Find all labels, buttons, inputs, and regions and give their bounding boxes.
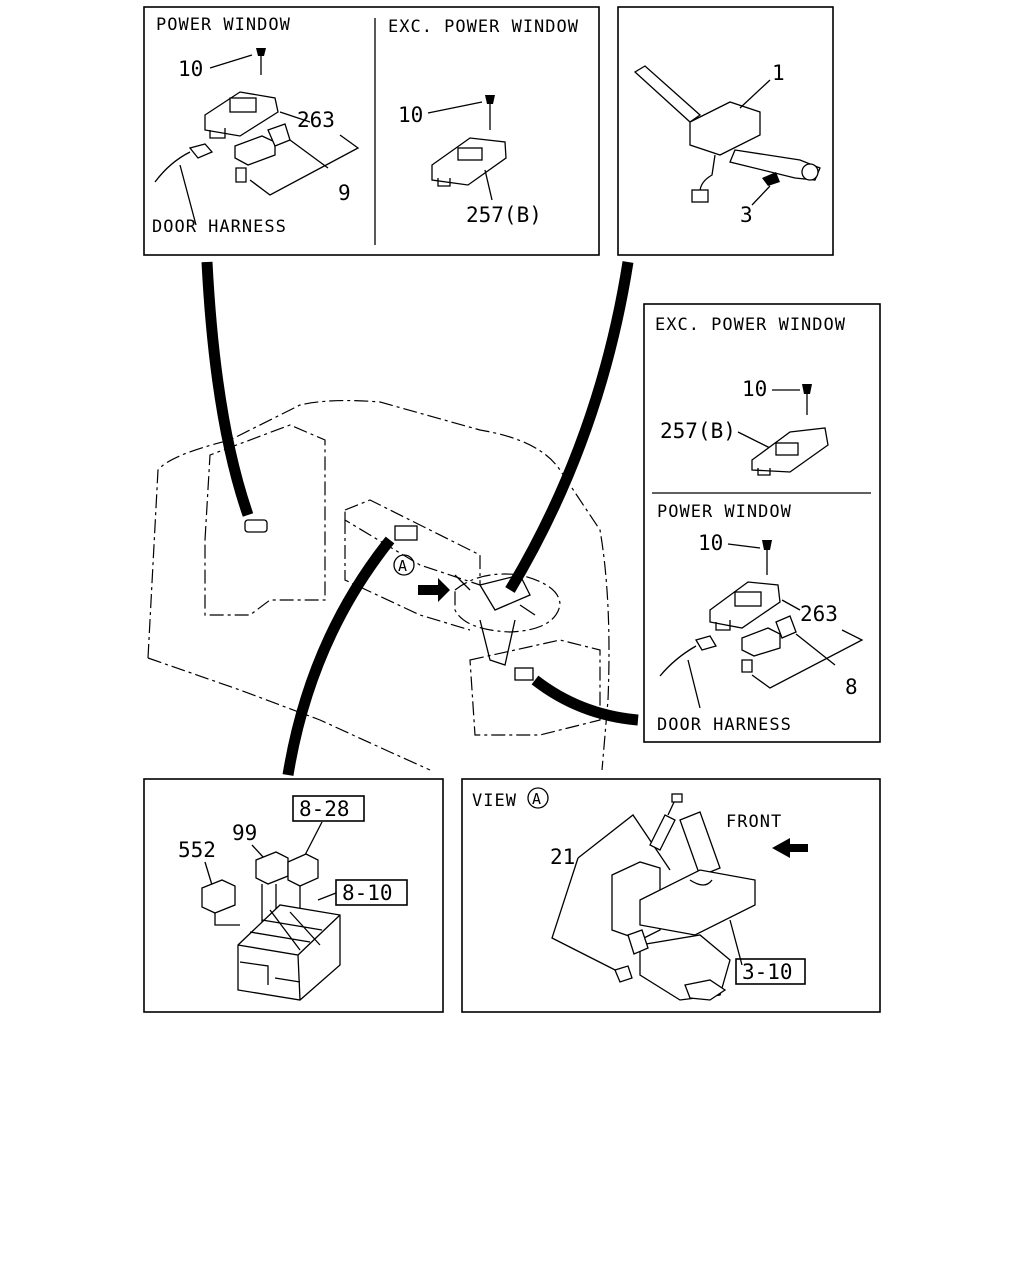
label-relay-99: 99: [232, 821, 257, 845]
label-screw-10-exc: 10: [398, 103, 423, 127]
view-marker-center: A: [398, 557, 407, 575]
label-sensor-21: 21: [550, 845, 575, 869]
label-switch-257b-2: 257(B): [660, 419, 736, 443]
panel-top-right: 1 3: [617, 6, 834, 256]
ref-8-28: 8-28: [299, 797, 350, 821]
label-switch-263-2: 263: [800, 602, 838, 626]
leader-lines: [201, 261, 639, 776]
header-exc-power-window: EXC. POWER WINDOW: [388, 17, 579, 37]
view-label: VIEW: [472, 791, 517, 811]
label-switch-257b: 257(B): [466, 203, 542, 227]
label-screw-3: 3: [740, 203, 753, 227]
ref-3-10: 3-10: [742, 960, 793, 984]
ref-box-8-28: [292, 795, 365, 822]
panel-mid-right: EXC. POWER WINDOW 10 257(B) POWER WINDOW…: [643, 303, 881, 743]
ref-8-10: 8-10: [342, 881, 393, 905]
label-door-harness-2: DOOR HARNESS: [657, 715, 792, 735]
label-door-harness: DOOR HARNESS: [152, 217, 287, 237]
label-switch-263: 263: [297, 108, 335, 132]
panel-top-left: POWER WINDOW EXC. POWER WINDOW 10 263 9 …: [143, 6, 600, 256]
header-power-window: POWER WINDOW: [156, 15, 291, 35]
ref-box-3-10: [735, 958, 806, 985]
header-power-window-2: POWER WINDOW: [657, 502, 792, 522]
label-screw-10-exc-2: 10: [742, 377, 767, 401]
panel-bottom-right: VIEW A FRONT 21 3-10: [461, 778, 881, 1013]
label-relay-552: 552: [178, 838, 216, 862]
view-marker-bottom: A: [532, 790, 541, 808]
front-label: FRONT: [726, 812, 782, 832]
ref-box-8-10: [335, 879, 408, 906]
panel-bottom-left: 552 99 8-28 8-10: [143, 778, 444, 1013]
label-screw-10-2: 10: [698, 531, 723, 555]
label-bracket-8: 8: [845, 675, 858, 699]
label-bracket-9: 9: [338, 181, 351, 205]
label-screw-10: 10: [178, 57, 203, 81]
label-combination-switch-1: 1: [772, 61, 785, 85]
header-exc-power-window-2: EXC. POWER WINDOW: [655, 315, 846, 335]
vehicle-interior-outline: A: [147, 399, 610, 771]
